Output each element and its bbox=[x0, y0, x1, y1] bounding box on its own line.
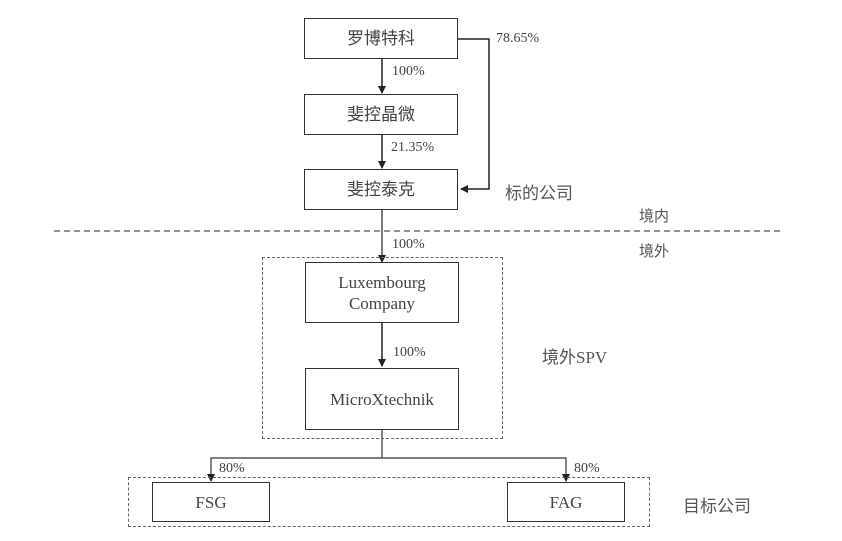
node-robotech: 罗博特科 bbox=[304, 18, 458, 59]
edge-microx-fsg bbox=[207, 457, 382, 482]
edge-robotech-taike bbox=[458, 38, 490, 193]
annotation-target-company: 标的公司 bbox=[505, 184, 573, 203]
node-feikong-jingwei: 斐控晶微 bbox=[304, 94, 458, 135]
annotation-domestic: 境内 bbox=[639, 209, 670, 225]
edge-label-microx-fag: 80% bbox=[574, 461, 600, 476]
annotation-target-companies: 目标公司 bbox=[683, 497, 751, 516]
edge-microx-fag bbox=[382, 457, 570, 482]
annotation-overseas-spv: 境外SPV bbox=[542, 348, 608, 367]
node-feikong-jingwei-label: 斐控晶微 bbox=[347, 105, 415, 124]
edge-label-luxembourg-microx: 100% bbox=[393, 345, 426, 360]
annotation-overseas: 境外 bbox=[639, 244, 670, 260]
edge-label-robotech-jingwei: 100% bbox=[392, 64, 425, 79]
node-fsg: FSG bbox=[152, 482, 270, 522]
node-luxembourg-label: Luxembourg Company bbox=[338, 272, 426, 313]
edge-label-robotech-taike: 78.65% bbox=[496, 31, 540, 46]
edge-label-jingwei-taike: 21.35% bbox=[391, 140, 435, 155]
node-microxtechnik: MicroXtechnik bbox=[305, 368, 459, 430]
edge-label-taike-luxembourg: 100% bbox=[392, 237, 425, 252]
node-fag: FAG bbox=[507, 482, 625, 522]
group-target-companies bbox=[128, 477, 650, 527]
node-fsg-label: FSG bbox=[195, 492, 227, 512]
node-feikong-taike: 斐控泰克 bbox=[304, 169, 458, 210]
node-luxembourg: Luxembourg Company bbox=[305, 262, 459, 323]
edge-label-microx-fsg: 80% bbox=[219, 461, 245, 476]
node-fag-label: FAG bbox=[549, 492, 583, 512]
group-overseas-spv bbox=[262, 257, 503, 439]
node-microxtechnik-label: MicroXtechnik bbox=[330, 389, 434, 409]
node-robotech-label: 罗博特科 bbox=[347, 29, 415, 48]
node-feikong-taike-label: 斐控泰克 bbox=[347, 180, 415, 199]
